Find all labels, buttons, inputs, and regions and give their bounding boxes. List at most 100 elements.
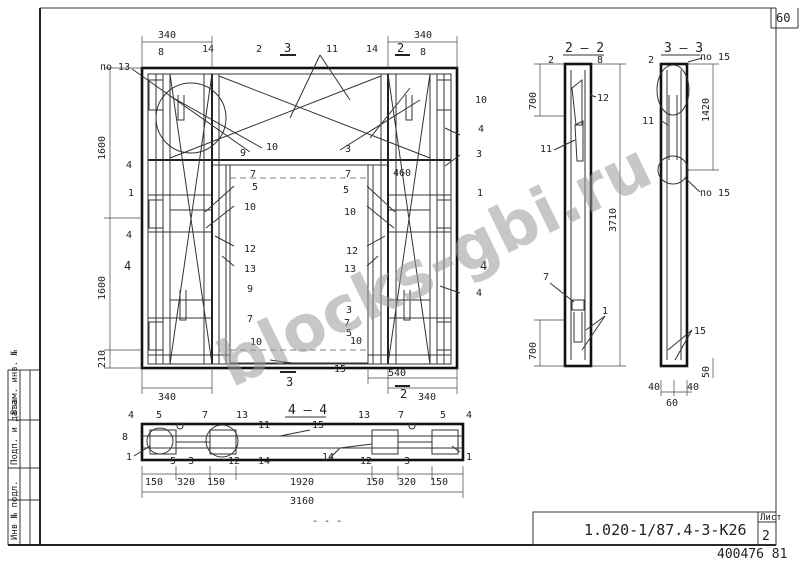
- s22-callout-7: 7: [543, 272, 549, 283]
- s22-callout-12: 12: [597, 93, 609, 104]
- s44-callout-13-left: 13: [236, 410, 248, 421]
- s44-callout-4-right: 4: [466, 410, 472, 421]
- callout-3-low: 3: [346, 305, 352, 316]
- callout-4-left-top: 4: [126, 160, 132, 171]
- page-number: 60: [776, 11, 790, 25]
- s44-callout-14-left: 14: [258, 456, 270, 467]
- callout-7-left-low: 7: [247, 314, 253, 325]
- s33-callout-po15-lower: по 15: [700, 188, 730, 199]
- callout-1-left: 1: [128, 188, 134, 199]
- s44-callout-12-right: 12: [360, 456, 372, 467]
- s44-callout-7-left: 7: [202, 410, 208, 421]
- stamp-col-sign: Подп. и дата: [10, 400, 20, 465]
- dim-opening-460: 460: [393, 168, 411, 179]
- s44-dim-3160: 3160: [290, 496, 314, 507]
- s44-callout-13-right: 13: [358, 410, 370, 421]
- callout-13-left: 13: [244, 264, 256, 275]
- callout-10-left: 10: [244, 202, 256, 213]
- main-dimensions: [104, 36, 458, 394]
- dim-top-left-340: 340: [158, 30, 176, 41]
- s44-callout-1-left: 1: [126, 452, 132, 463]
- section-4-4: [133, 422, 465, 498]
- section-3-3: [656, 57, 719, 396]
- s22-dim-3710: 3710: [608, 208, 619, 232]
- s22-dim-700-top: 700: [528, 92, 539, 110]
- cut-mark-3-top: 3: [284, 41, 291, 55]
- s22-callout-8: 8: [597, 55, 603, 66]
- callout-10-bottom-right: 10: [350, 336, 362, 347]
- s44-callout-1-right: 1: [466, 452, 472, 463]
- dim-bottom-540: 540: [388, 368, 406, 379]
- cut-mark-4-right: 4: [480, 259, 487, 273]
- inventory-number: 400476 81: [717, 547, 787, 562]
- callout-1-right: 1: [477, 188, 483, 199]
- callout-9-left-low: 9: [247, 284, 253, 295]
- main-elevation: [131, 54, 461, 370]
- callout-14-right: 14: [366, 44, 378, 55]
- s44-dim-150-a: 150: [145, 477, 163, 488]
- s44-callout-11: 11: [258, 420, 270, 431]
- callout-5-low: 5: [346, 328, 352, 339]
- s44-callout-3-right: 3: [404, 456, 410, 467]
- callout-5-right: 5: [343, 185, 349, 196]
- s44-callout-7-right: 7: [398, 410, 404, 421]
- s44-dim-320-b: 320: [398, 477, 416, 488]
- sheet-label: Лист: [760, 513, 782, 523]
- s44-callout-8: 8: [122, 432, 128, 443]
- callout-7-left: 7: [250, 169, 256, 180]
- s33-dim-40-right: 40: [687, 382, 699, 393]
- s22-callout-2: 2: [548, 55, 554, 66]
- s44-dim-150-b: 150: [207, 477, 225, 488]
- callout-11-top: 11: [326, 44, 338, 55]
- callout-9-left: 9: [240, 148, 246, 159]
- callout-10-right: 10: [344, 207, 356, 218]
- s33-dim-1420: 1420: [701, 98, 712, 122]
- s44-callout-3-left: 3: [188, 456, 194, 467]
- callout-10-bottom-left: 10: [250, 337, 262, 348]
- callout-15-bottom: 15: [334, 364, 346, 375]
- dim-bottom-right-340: 340: [418, 392, 436, 403]
- center-dashes: - - -: [312, 516, 342, 527]
- callout-8-left: 8: [158, 47, 164, 58]
- section-2-2-title: 2 – 2: [565, 41, 604, 56]
- s33-dim-60: 60: [666, 398, 678, 409]
- callout-8-right: 8: [420, 47, 426, 58]
- s44-dim-150-c: 150: [366, 477, 384, 488]
- s44-callout-15: 15: [312, 420, 324, 431]
- callout-7-right: 7: [345, 169, 351, 180]
- section-4-4-title: 4 – 4: [288, 403, 327, 418]
- callout-14-left: 14: [202, 44, 214, 55]
- s33-callout-po15: по 15: [700, 52, 730, 63]
- cut-mark-2-bottom: 2: [400, 387, 407, 401]
- s22-callout-1: 1: [602, 306, 608, 317]
- callout-10-mid: 10: [266, 142, 278, 153]
- callout-13-right: 13: [344, 264, 356, 275]
- dim-left-210: 210: [97, 350, 108, 368]
- callout-3-mid: 3: [345, 144, 351, 155]
- s44-callout-5-left: 5: [156, 410, 162, 421]
- dim-left-1600-bottom: 1600: [97, 276, 108, 300]
- cut-mark-3-bottom: 3: [286, 375, 293, 389]
- s33-dim-40-left: 40: [648, 382, 660, 393]
- dim-top-right-340: 340: [414, 30, 432, 41]
- s33-dim-50: 50: [701, 366, 712, 378]
- stamp-column: Инв № подл. Подп. и дата Взам. инв. №: [7, 349, 40, 545]
- s22-dim-700-bottom: 700: [528, 342, 539, 360]
- sheet-number: 2: [762, 529, 770, 544]
- callout-12-left: 12: [244, 244, 256, 255]
- s44-dim-150-d: 150: [430, 477, 448, 488]
- stamp-col-inventory: Инв № подл.: [10, 480, 20, 540]
- callout-7-right-low: 7: [344, 318, 350, 329]
- callout-2-top: 2: [256, 44, 262, 55]
- callout-4-right-top: 4: [478, 124, 484, 135]
- callout-10-topright: 10: [475, 95, 487, 106]
- callout-4-left-mid: 4: [126, 230, 132, 241]
- s44-dim-1920: 1920: [290, 477, 314, 488]
- s44-callout-4-left: 4: [128, 410, 134, 421]
- s44-dim-320-a: 320: [177, 477, 195, 488]
- section-2-2: [534, 62, 626, 368]
- callout-4-right-low: 4: [476, 288, 482, 299]
- section-3-3-title: 3 – 3: [664, 41, 703, 56]
- watermark: blocks-gbi.ru: [207, 129, 664, 402]
